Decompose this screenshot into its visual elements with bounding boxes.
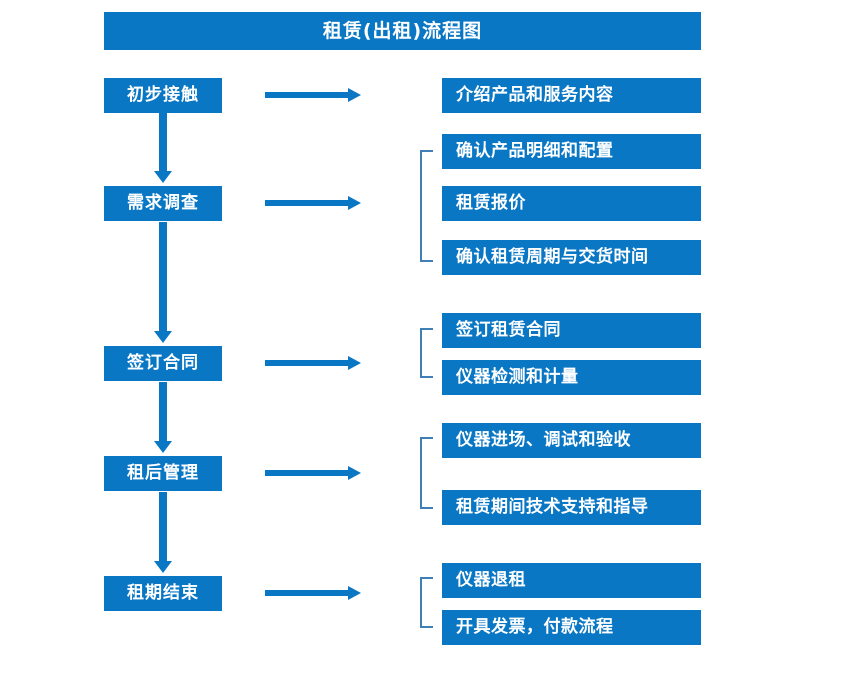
right-arrow-icon-5 [265, 586, 361, 600]
down-arrow-icon-1 [154, 113, 172, 185]
group-bracket-5 [420, 577, 433, 628]
stage-box-4[interactable]: 租后管理 [104, 456, 222, 491]
group-bracket-3 [420, 328, 433, 378]
detail-label-4: 确认租赁周期与交货时间 [456, 247, 649, 267]
detail-box-9[interactable]: 仪器退租 [442, 563, 701, 598]
detail-label-7: 仪器进场、调试和验收 [456, 430, 631, 450]
group-bracket-2 [420, 150, 433, 262]
detail-box-10[interactable]: 开具发票，付款流程 [442, 610, 701, 645]
detail-label-3: 租赁报价 [456, 193, 526, 213]
detail-box-4[interactable]: 确认租赁周期与交货时间 [442, 240, 701, 275]
right-arrow-icon-1 [265, 88, 361, 102]
diagram-title: 租赁(出租)流程图 [322, 19, 483, 42]
stage-label-5: 租期结束 [127, 583, 199, 603]
stage-label-1: 初步接触 [127, 85, 199, 105]
detail-label-5: 签订租赁合同 [456, 320, 561, 340]
down-arrow-icon-2 [154, 222, 172, 345]
detail-label-1: 介绍产品和服务内容 [456, 85, 614, 105]
stage-label-3: 签订合同 [127, 353, 199, 373]
detail-label-8: 租赁期间技术支持和指导 [456, 497, 649, 517]
detail-box-2[interactable]: 确认产品明细和配置 [442, 134, 701, 169]
stage-box-1[interactable]: 初步接触 [104, 78, 222, 113]
detail-box-8[interactable]: 租赁期间技术支持和指导 [442, 490, 701, 525]
detail-label-10: 开具发票，付款流程 [456, 617, 614, 637]
detail-box-3[interactable]: 租赁报价 [442, 186, 701, 221]
detail-box-5[interactable]: 签订租赁合同 [442, 313, 701, 348]
detail-box-6[interactable]: 仪器检测和计量 [442, 360, 701, 395]
stage-label-2: 需求调查 [127, 193, 199, 213]
down-arrow-icon-3 [154, 382, 172, 455]
detail-box-1[interactable]: 介绍产品和服务内容 [442, 78, 701, 113]
group-bracket-4 [420, 437, 433, 509]
stage-label-4: 租后管理 [127, 463, 199, 483]
detail-box-7[interactable]: 仪器进场、调试和验收 [442, 423, 701, 458]
detail-label-9: 仪器退租 [456, 570, 526, 590]
detail-label-2: 确认产品明细和配置 [456, 141, 614, 161]
diagram-title-bar: 租赁(出租)流程图 [104, 12, 701, 50]
detail-label-6: 仪器检测和计量 [456, 367, 579, 387]
right-arrow-icon-2 [265, 196, 361, 210]
stage-box-2[interactable]: 需求调查 [104, 186, 222, 221]
stage-box-3[interactable]: 签订合同 [104, 346, 222, 381]
right-arrow-icon-4 [265, 466, 361, 480]
down-arrow-icon-4 [154, 492, 172, 575]
right-arrow-icon-3 [265, 356, 361, 370]
stage-box-5[interactable]: 租期结束 [104, 576, 222, 611]
